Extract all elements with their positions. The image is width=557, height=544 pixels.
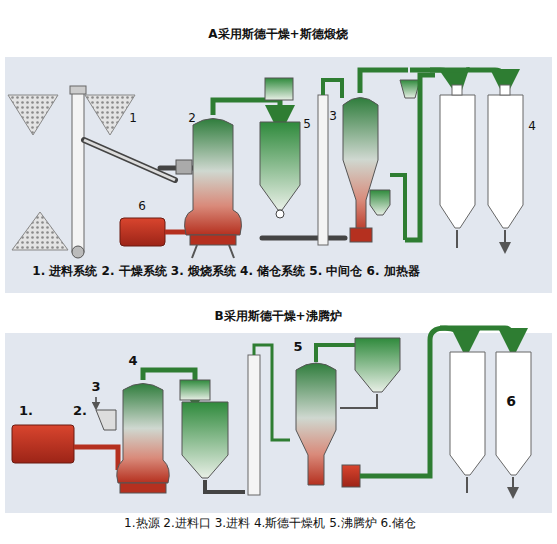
material-pile	[8, 95, 58, 135]
drawing-part	[360, 328, 455, 476]
pipe	[213, 100, 280, 120]
drawing-part	[340, 394, 377, 408]
callout-number: 6	[138, 200, 146, 214]
drawing-part	[254, 345, 290, 440]
cyclone	[355, 338, 400, 392]
callout-number: 2.	[73, 404, 87, 419]
bin	[182, 402, 228, 478]
panel-a	[5, 57, 552, 293]
panel-title: B采用斯德干燥+沸腾炉	[214, 310, 341, 324]
material-pile	[12, 212, 68, 250]
drawing-part	[190, 235, 236, 245]
elevator	[318, 95, 328, 245]
caption: 1. 进料系统 2. 干燥系统 3. 煅烧系统 4. 储仓系统 5. 中间仓 6…	[32, 265, 419, 279]
callout-number: 1.	[19, 404, 33, 419]
drawing-part	[84, 140, 175, 180]
drawing-part	[192, 245, 234, 258]
drawing-part	[205, 480, 245, 492]
drawing-part	[120, 483, 166, 493]
silo	[450, 352, 485, 475]
drawing-part	[467, 477, 513, 493]
drawing-part	[276, 210, 284, 218]
callout-number: 1	[129, 112, 137, 126]
drawing-part	[180, 380, 210, 400]
elevator	[248, 355, 260, 495]
dryer	[117, 384, 169, 484]
callout-number: 2	[188, 112, 196, 126]
boiling-furnace	[296, 363, 336, 485]
small-bin	[370, 190, 390, 215]
drawing-part	[430, 70, 505, 84]
drawing-part	[452, 85, 462, 95]
feeder	[176, 160, 192, 174]
drawing-part	[72, 246, 84, 258]
drawing-part	[405, 75, 435, 240]
drawing-part	[390, 175, 405, 240]
cyclone	[400, 80, 420, 98]
feed-inlet	[96, 410, 116, 430]
heat-source	[12, 425, 74, 463]
drawing-part	[70, 86, 86, 94]
cooler	[342, 465, 360, 487]
conveyor	[262, 236, 345, 241]
caption: 1.热源 2.进料口 3.进料 4.斯德干燥机 5.沸腾炉 6.储仓	[124, 517, 416, 531]
calciner	[343, 98, 378, 236]
panel-b	[5, 333, 552, 513]
bucket-elevator	[72, 92, 84, 252]
material-pile	[85, 95, 135, 135]
panel-title: A采用斯德干燥+斯德煅烧	[208, 28, 347, 42]
drawing-part	[500, 85, 510, 95]
filter	[265, 78, 293, 100]
callout-number: 3	[91, 380, 100, 395]
callout-number: 5	[293, 340, 302, 355]
drawing-part	[323, 80, 342, 98]
feed-arrow	[95, 397, 97, 406]
callout-number: 4	[128, 354, 137, 369]
heater	[120, 218, 165, 246]
silo	[440, 95, 475, 228]
silo	[488, 95, 523, 228]
drawing-part	[457, 230, 505, 248]
intermediate-bin	[260, 122, 300, 210]
dryer	[185, 119, 242, 236]
belt-conveyor	[84, 140, 175, 180]
callout-number: 3	[329, 110, 337, 124]
callout-number: 4	[528, 120, 536, 134]
drawing-part	[455, 328, 513, 343]
callout-number: 6	[506, 393, 516, 409]
drawing-part	[74, 447, 118, 470]
silo	[496, 352, 531, 475]
drawing-part	[316, 345, 360, 362]
drawing-part	[350, 228, 372, 242]
callout-number: 5	[303, 118, 311, 132]
